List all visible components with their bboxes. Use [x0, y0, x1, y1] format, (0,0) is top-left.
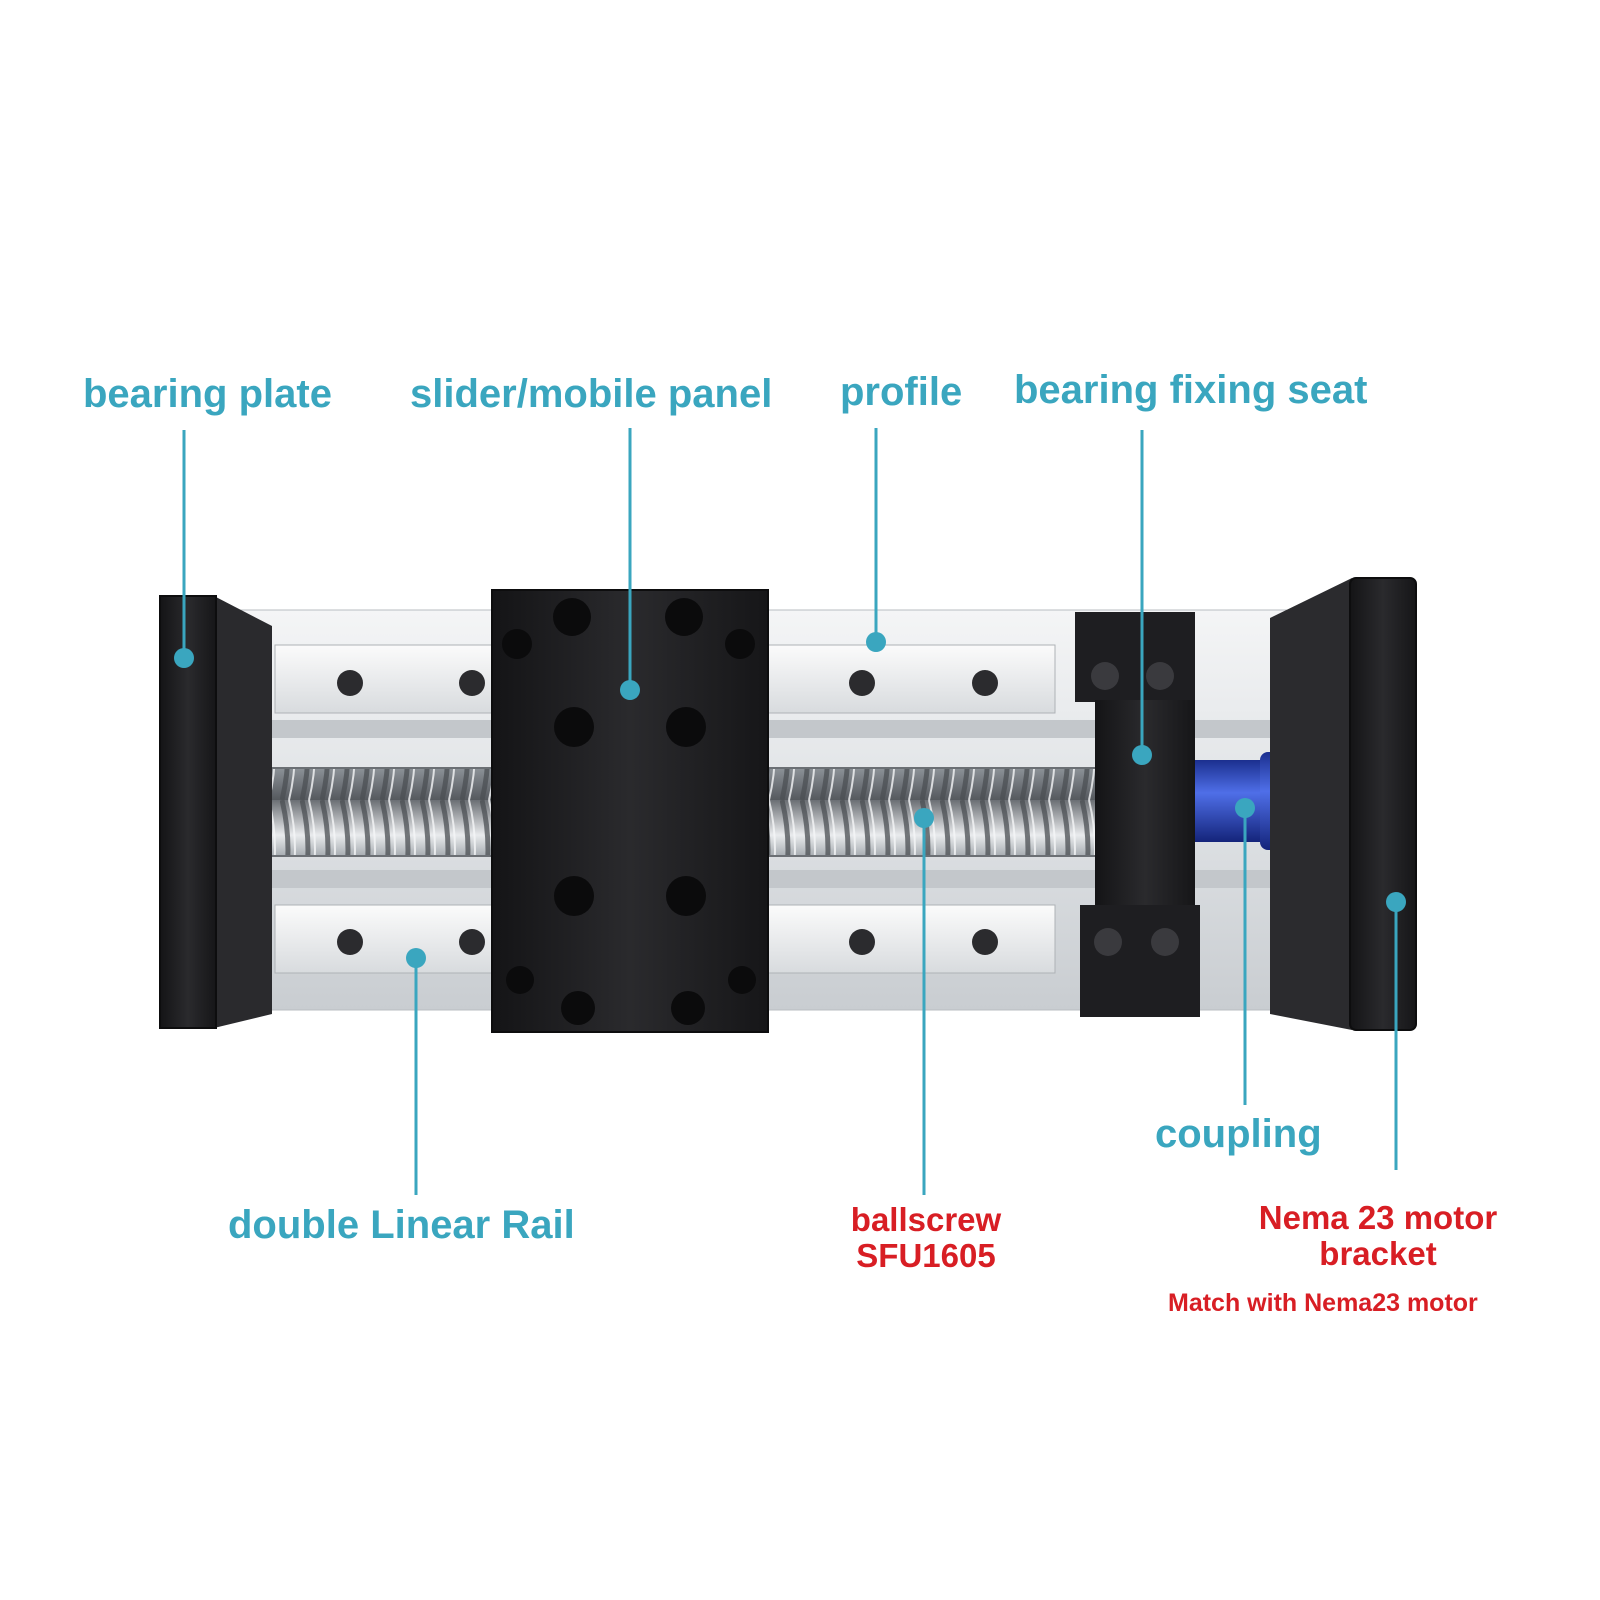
label-profile: profile: [840, 370, 963, 414]
label-slider-mobile-panel: slider/mobile panel: [410, 372, 773, 416]
label-bearing-plate: bearing plate: [83, 372, 332, 416]
label-motor-note: Match with Nema23 motor: [1168, 1289, 1478, 1317]
label-ballscrew: ballscrew SFU1605: [816, 1201, 1036, 1275]
dot-motor-bracket: [1386, 892, 1406, 912]
left-bearing-plate: [159, 595, 272, 1029]
label-ballscrew-line2: SFU1605: [856, 1237, 996, 1275]
label-motor-bracket-line1: Nema 23 motor: [1258, 1199, 1498, 1236]
label-motor-bracket: Nema 23 motor bracket: [1228, 1199, 1528, 1273]
dot-linear-rail: [406, 948, 426, 968]
dot-profile: [866, 632, 886, 652]
label-coupling: coupling: [1155, 1112, 1322, 1156]
label-motor-bracket-line2: bracket: [1319, 1235, 1437, 1273]
label-ballscrew-line1: ballscrew: [850, 1201, 1002, 1238]
dot-coupling: [1235, 798, 1255, 818]
callout-leaders: [174, 428, 1406, 1195]
label-bearing-fixing-seat: bearing fixing seat: [1014, 368, 1368, 412]
dot-slider-panel: [620, 680, 640, 700]
right-motor-bracket: [1270, 577, 1417, 1031]
dot-bearing-plate: [174, 648, 194, 668]
bearing-fixing-seat-part: [1075, 612, 1200, 1017]
dot-bearing-fixing-seat: [1132, 745, 1152, 765]
label-double-linear-rail: double Linear Rail: [228, 1203, 575, 1247]
dot-ballscrew: [914, 808, 934, 828]
